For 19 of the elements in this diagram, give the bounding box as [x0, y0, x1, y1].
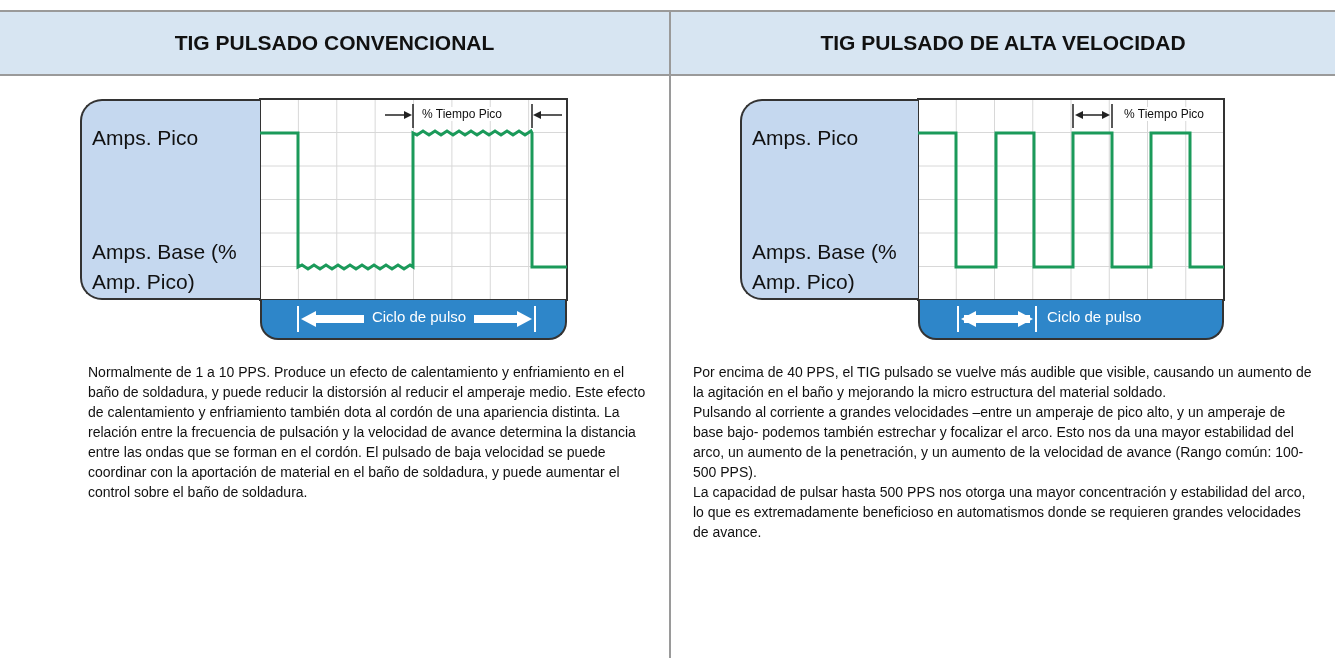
axis-label: Amps. Base (% Amp. Pico): [92, 239, 237, 295]
axis-label: Amps. Pico: [92, 125, 199, 151]
pulse-cycle-bar: [918, 300, 1224, 340]
panel-header: TIG PULSADO CONVENCIONAL: [0, 12, 669, 76]
dimension-label: % Tiempo Pico: [420, 107, 505, 121]
description-text: Pulsando al corriente a grandes velocidades –entre un amperaje de pico alto, y un amperaje de base bajo- podemos también estrechar y focalizar el arco. Esto nos da una mayor estabilidad del arco, un aumento de la penetración, y un aumento de la velocidad de avance (Rango común: 100- 500 PPS).: [693, 403, 1305, 482]
pulse-cycle-bar: [260, 300, 567, 340]
description-text: La capacidad de pulsar hasta 500 PPS nos otorga una mayor concentración y estabilidad del arco, lo que es extremadamente beneficioso en automatismos donde se requieren grandes velocidades de avance.: [693, 483, 1307, 542]
dimension-label: Ciclo de pulso: [371, 308, 467, 325]
axis-label: Amps. Base (% Amp. Pico): [752, 239, 897, 295]
dimension-label: % Tiempo Pico: [1122, 107, 1207, 121]
description-text: Por encima de 40 PPS, el TIG pulsado se vuelve más audible que visible, causando un aumento de la agitación en el baño y mejorando la micro estructura del material soldado.: [693, 363, 1313, 402]
dimension-label: Ciclo de pulso: [1047, 308, 1142, 325]
axis-label: Amps. Pico: [752, 125, 859, 151]
panel-header: TIG PULSADO DE ALTA VELOCIDAD: [671, 12, 1335, 76]
axis-label-box: [80, 99, 260, 300]
axis-label-box: [740, 99, 918, 300]
description-text: Normalmente de 1 a 10 PPS. Produce un efecto de calentamiento y enfriamiento en el baño de soldadura, y puede reducir la distorsión al reducir el amperaje medio. Este efecto de calentamiento y enfriamiento también dota al cordón de una apariencia distinta. La relación entre la frecuencia de pulsación y la velocidad de avance determina la distancia entre las ondas que se forman en el cordón. El pulsado de baja velocidad se puede coordinar con la aportación de material en el baño de soldadura, y puede aumentar el control sobre el baño de soldadura.: [88, 363, 647, 502]
panel: [0, 10, 671, 658]
